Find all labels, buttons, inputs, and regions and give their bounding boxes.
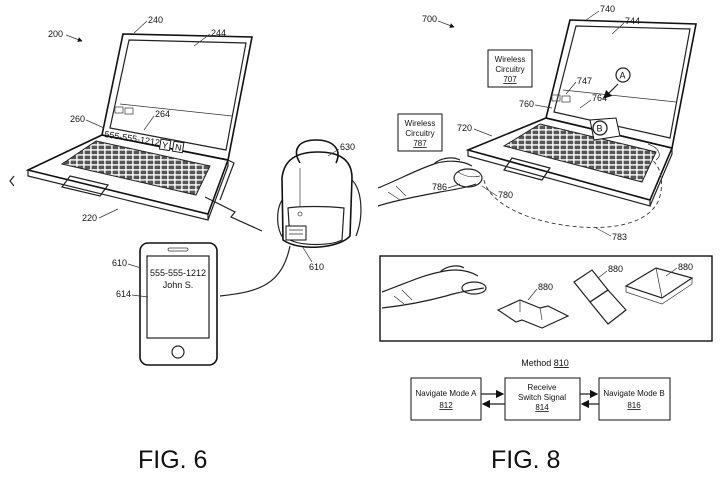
accept-call-icon: Y (158, 138, 172, 152)
svg-text:Circuitry: Circuitry (405, 129, 434, 138)
svg-text:814: 814 (535, 403, 549, 412)
smartphone: 555-555-1212 John S. (139, 242, 218, 366)
marker-b: B (589, 117, 621, 141)
ref-740: 740 (600, 4, 615, 14)
backpack-tag (285, 225, 307, 241)
ref-760: 760 (519, 99, 534, 109)
figure-6-caption: FIG. 6 (138, 446, 207, 474)
svg-text:787: 787 (413, 139, 427, 148)
ref-880-b: 880 (608, 264, 623, 274)
flow-box-navigate-mode-a: Navigate Mode A 812 (410, 377, 482, 421)
svg-text:Receive: Receive (528, 383, 557, 392)
backpack (277, 139, 362, 249)
ref-880-c: 880 (678, 262, 693, 272)
svg-text:Wireless: Wireless (405, 119, 436, 128)
ref-244: 244 (211, 28, 226, 38)
svg-text:816: 816 (627, 401, 641, 410)
ref-630: 630 (340, 142, 355, 152)
reject-call-icon: N (171, 140, 185, 154)
svg-text:Navigate Mode A: Navigate Mode A (416, 389, 478, 398)
svg-text:707: 707 (503, 75, 517, 84)
laptop-fig6: 555-555-1212 Y N (25, 33, 253, 221)
ref-744: 744 (625, 16, 640, 26)
method-label: Method 810 (521, 358, 569, 368)
wireless-circuitry-right-box: Wireless Circuitry 707 (487, 49, 533, 88)
ref-264: 264 (155, 109, 170, 119)
laptop-screen (109, 39, 247, 151)
ref-610-backpack: 610 (309, 262, 324, 272)
detail-panel-880 (379, 255, 713, 342)
figure-8: 700 A B (377, 4, 713, 474)
ref-260: 260 (70, 114, 85, 124)
ref-786: 786 (432, 182, 447, 192)
ref-720: 720 (457, 123, 472, 133)
svg-text:N: N (174, 142, 182, 153)
ref-880-a: 880 (538, 282, 553, 292)
laptop-fig8: A B (465, 19, 697, 207)
laptop-screen-fig8 (553, 25, 691, 139)
svg-text:Wireless: Wireless (495, 55, 526, 64)
wireless-path-dashed (483, 159, 663, 228)
ref-220: 220 (82, 213, 97, 223)
flow-box-receive-switch-signal: Receive Switch Signal 814 (504, 377, 581, 421)
ref-610-phone: 610 (112, 258, 127, 268)
wireless-signal-icon (204, 196, 263, 232)
svg-text:B: B (597, 124, 603, 134)
laptop-lid-fig8 (545, 19, 697, 149)
svg-text:Circuitry: Circuitry (495, 65, 524, 74)
ref-780: 780 (498, 190, 513, 200)
connection-line (219, 245, 291, 297)
svg-text:Switch Signal: Switch Signal (518, 393, 566, 402)
ref-700: 700 (422, 14, 437, 24)
marker-a: A (615, 67, 631, 83)
flow-box-navigate-mode-b: Navigate Mode B 816 (598, 377, 671, 421)
ref-783: 783 (612, 232, 627, 242)
ref-240: 240 (148, 15, 163, 25)
phone-caller-name: John S. (163, 280, 194, 290)
ref-747: 747 (577, 76, 592, 86)
wireless-circuitry-left-box: Wireless Circuitry 787 (397, 113, 443, 152)
svg-text:Navigate Mode B: Navigate Mode B (603, 389, 664, 398)
hand-with-mouse (377, 157, 483, 207)
svg-text:Y: Y (161, 140, 169, 151)
figure-6: 200 555-555-1212 Y (9, 15, 362, 474)
ref-200: 200 (48, 29, 63, 39)
svg-text:812: 812 (439, 401, 453, 410)
ref-614: 614 (116, 289, 131, 299)
phone-caller-number: 555-555-1212 (150, 268, 206, 278)
svg-text:A: A (620, 71, 626, 81)
figure-8-caption: FIG. 8 (491, 446, 560, 474)
ref-764: 764 (592, 93, 607, 103)
